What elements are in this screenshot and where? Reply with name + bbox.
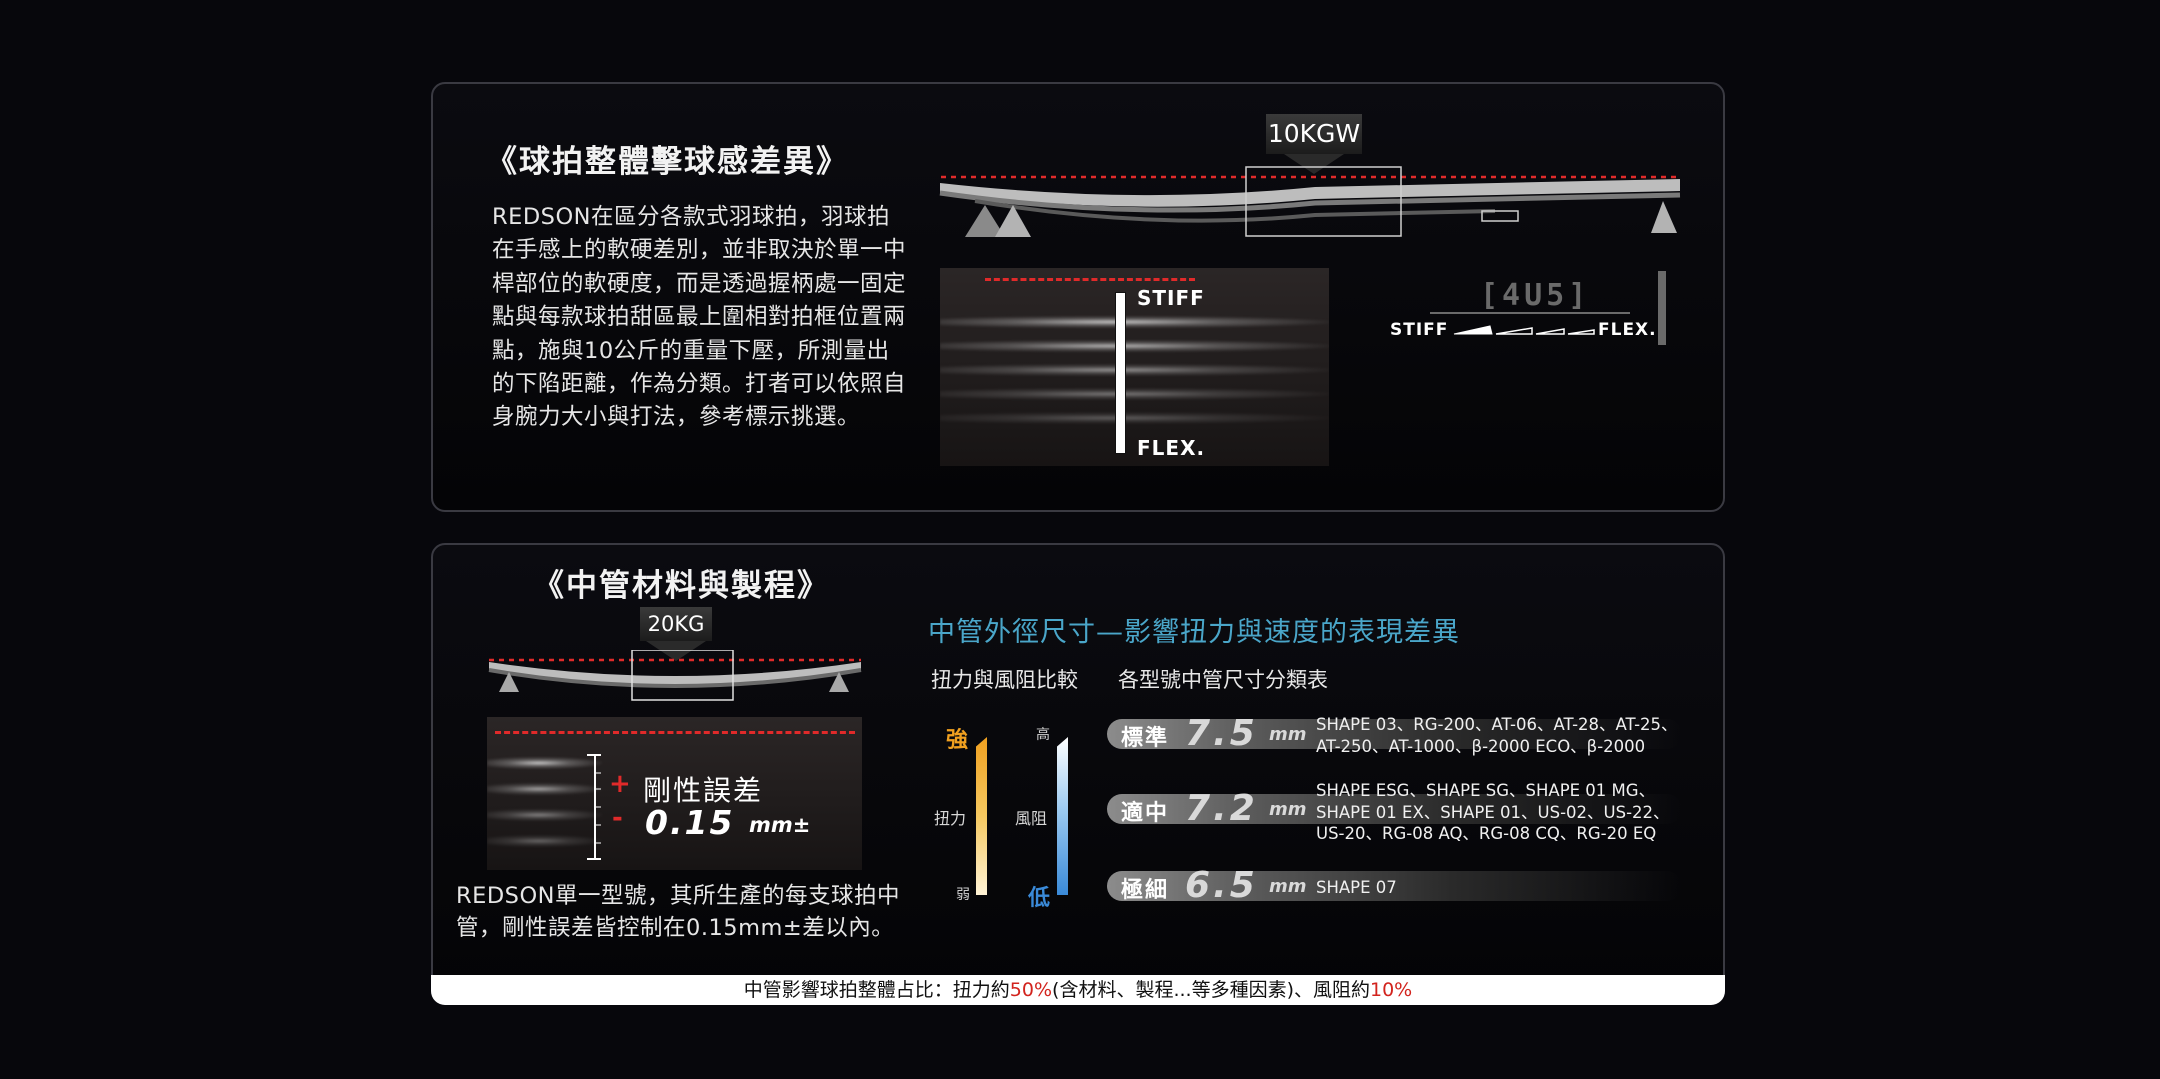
stiff-label: STIFF: [1137, 286, 1205, 310]
stiff-flex-diagram: STIFF FLEX.: [940, 268, 1329, 466]
tolerance-unit: mm±: [749, 813, 811, 837]
drag-percent: 10%: [1369, 979, 1413, 1001]
gauge-stiff-label: STIFF: [1390, 320, 1449, 340]
torque-percent: 50%: [1009, 979, 1053, 1001]
plus-icon: +: [609, 769, 631, 799]
rigidity-label: 剛性誤差: [643, 774, 764, 807]
stiff-flex-scale: [1115, 292, 1126, 454]
gauge-flex-label: FLEX.: [1598, 320, 1657, 340]
drag-low: 低: [1028, 886, 1051, 911]
section2-paragraph: REDSON單一型號，其所生產的每支球拍中 管，剛性誤差皆控制在0.15mm±差…: [456, 883, 900, 941]
spec-row-thin: 極細 6.5 mm: [1107, 865, 1687, 906]
gauge-bar: [1453, 325, 1595, 335]
torque-weak: 弱: [956, 887, 970, 903]
rigidity-diagram: + - 剛性誤差 0.15 mm±: [487, 717, 862, 870]
spec-models-medium: SHAPE ESG、SHAPE SG、SHAPE 01 MG、 SHAPE 01…: [1316, 781, 1670, 843]
weight-tag-20kg: 20KG: [640, 607, 712, 641]
gauge-code: [4U5]: [1480, 278, 1591, 313]
shaft-heading: 中管外徑尺寸—影響扭力與速度的表現差異: [928, 617, 1460, 648]
shaft-bend-illustration: [488, 650, 862, 701]
footer-note: 中管影響球拍整體占比：扭力約50%(含材料、製程...等多種因素)、風阻約10%: [431, 975, 1725, 1005]
spec-models-standard: SHAPE 03、RG-200、AT-06、AT-28、AT-25、 AT-25…: [1316, 715, 1678, 756]
sub-left: 扭力與風阻比較: [931, 668, 1078, 692]
section2-title: 《中管材料與製程》: [533, 568, 830, 604]
flex-label: FLEX.: [1137, 436, 1206, 460]
sub-right: 各型號中管尺寸分類表: [1118, 668, 1328, 692]
tolerance-value: 0.15: [645, 803, 735, 842]
torque-label: 扭力: [934, 809, 967, 828]
weight-tag-10kgw: 10KGW: [1266, 114, 1362, 154]
drag-label: 風阻: [1015, 809, 1048, 828]
spec-models-thin: SHAPE 07: [1316, 878, 1397, 897]
reference-line: [985, 278, 1195, 281]
minus-icon: -: [612, 803, 623, 833]
section1-paragraph: REDSON在區分各款式羽球拍，羽球拍 在手感上的軟硬差別，並非取決於單一中 桿…: [492, 204, 907, 431]
drag-bar: [1057, 737, 1068, 895]
torque-strong: 強: [946, 728, 969, 753]
torque-bar: [976, 737, 987, 895]
section1-title: 《球拍整體擊球感差異》: [486, 144, 849, 180]
rigidity-scale: [587, 754, 601, 860]
spec-row-standard: 標準 7.5 mm: [1107, 713, 1687, 754]
spec-row-medium: 適中 7.2 mm: [1107, 788, 1687, 829]
racket-bend-illustration: [939, 166, 1681, 237]
drag-high: 高: [1036, 727, 1050, 743]
